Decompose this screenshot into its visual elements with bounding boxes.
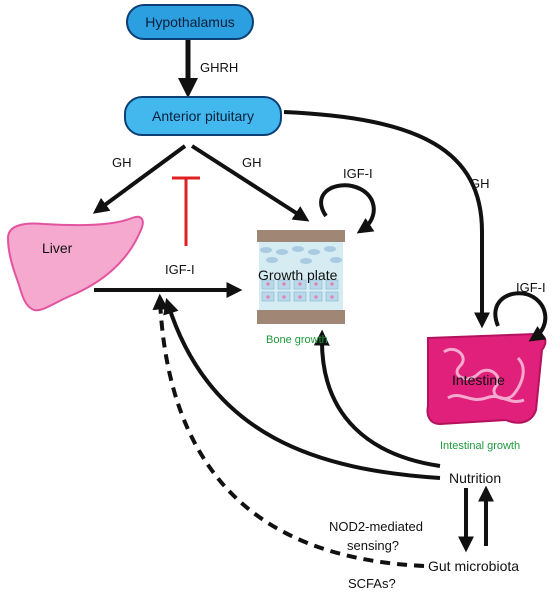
- gh-left-label: GH: [112, 155, 132, 170]
- gh-liver-arrow: [92, 144, 187, 214]
- bone-growth-label: Bone growth: [266, 334, 328, 346]
- sensing-label: sensing?: [347, 538, 400, 553]
- gh-intestine-arrow: [283, 110, 490, 329]
- ghrh-label: GHRH: [200, 60, 239, 75]
- liver-label: Liver: [42, 240, 73, 256]
- hypothalamus-box: Hypothalamus: [126, 4, 254, 40]
- hypothalamus-label: Hypothalamus: [145, 14, 235, 30]
- igf-growth-plate-label: IGF-I: [343, 166, 373, 181]
- nutrition-to-growth-plate-arrow: [313, 329, 441, 468]
- gut-microbiota-label: Gut microbiota: [428, 558, 520, 574]
- microbiota-dashed-arrow: [152, 293, 425, 568]
- nod2-label: NOD2-mediated: [329, 519, 423, 534]
- gh-middle-label: GH: [242, 155, 262, 170]
- anterior-pituitary-label: Anterior pituitary: [152, 108, 254, 124]
- igf-intestine-loop: [493, 291, 548, 342]
- gh-right-label: GH: [470, 176, 490, 191]
- nutrition-to-igf-arrow: [163, 297, 441, 480]
- anterior-pituitary-box: Anterior pituitary: [124, 96, 282, 136]
- scfas-label: SCFAs?: [348, 576, 396, 591]
- intestinal-growth-label: Intestinal growth: [440, 440, 521, 452]
- igf-intestine-label: IGF-I: [516, 280, 546, 295]
- igf-liver-label: IGF-I: [165, 262, 195, 277]
- liver-shape: [6, 215, 144, 312]
- nutrition-label: Nutrition: [449, 470, 502, 486]
- growth-plate-graphic: [257, 230, 345, 324]
- gh-growth-plate-arrow: [190, 144, 310, 222]
- intestine-label: Intestine: [452, 372, 505, 388]
- igf-growth-plate-loop: [319, 183, 376, 234]
- growth-plate-label: Growth plate: [258, 267, 338, 283]
